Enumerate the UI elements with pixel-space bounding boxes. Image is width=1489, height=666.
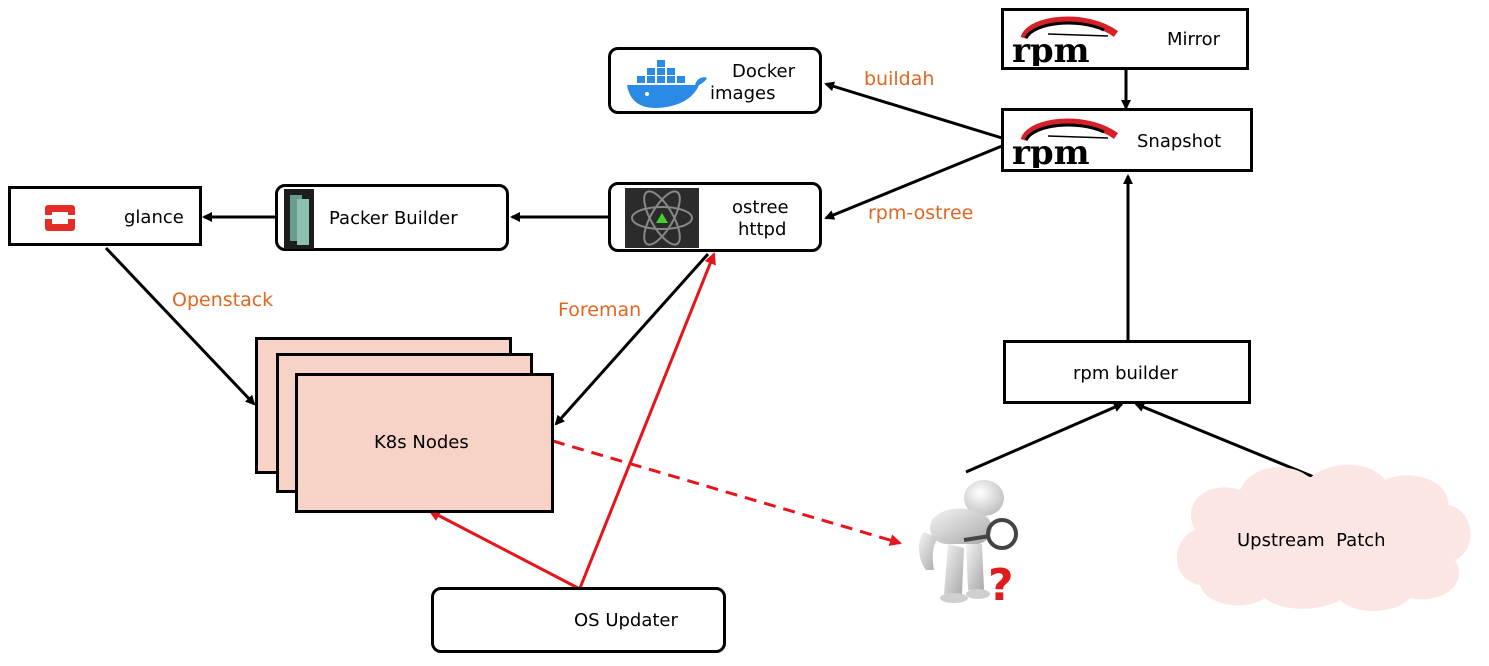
edge-upstream-rpmbuilder (1134, 402, 1327, 484)
edge-snapshot-docker (824, 81, 1003, 140)
k8s-nodes-label: K8s Nodes (374, 432, 469, 453)
os-updater-node: OS Updater (431, 587, 726, 653)
svg-text:?: ? (988, 560, 1014, 608)
rpm-builder-node: rpm builder (1003, 340, 1251, 404)
ostree-httpd-node: ostree httpd (608, 182, 822, 252)
packer-builder-label: Packer Builder (329, 208, 458, 229)
ostree-label-2: httpd (738, 219, 787, 240)
glance-label: glance (124, 207, 184, 228)
rpm-builder-label: rpm builder (1073, 363, 1178, 384)
inspector-person-icon: ? (918, 480, 1018, 608)
upstream-patch-label: Upstream Patch (1237, 530, 1386, 551)
docker-images-label-1: Docker (732, 61, 796, 82)
upstream-cloud (1176, 464, 1471, 612)
mirror-label: Mirror (1167, 29, 1221, 50)
edge-snapshot-ostree (824, 144, 1003, 220)
rpm-logo-icon: rpm (1012, 16, 1119, 66)
edge-ostree-k8s (554, 253, 710, 426)
glance-node: glance (8, 186, 202, 246)
docker-whale-icon (627, 60, 707, 108)
docker-images-node: Docker images (608, 47, 822, 114)
edge-glance-k8s (104, 246, 256, 406)
mirror-node: rpm Mirror (1001, 8, 1249, 70)
os-updater-label: OS Updater (574, 610, 678, 631)
docker-images-label-2: images (710, 83, 776, 104)
svg-text:rpm: rpm (1012, 133, 1090, 168)
edge-label-foreman: Foreman (558, 299, 642, 321)
edge-osupdater-k8s (428, 509, 579, 590)
packer-builder-node: Packer Builder (275, 184, 509, 251)
edge-inspector-rpmbuilder (965, 402, 1124, 474)
openstack-icon (45, 205, 75, 231)
edges-black (104, 70, 1327, 484)
edge-osupdater-ostree (578, 252, 716, 589)
snapshot-node: rpm Snapshot (1001, 108, 1253, 172)
svg-text:rpm: rpm (1012, 31, 1090, 66)
snapshot-label: Snapshot (1137, 131, 1222, 152)
edge-label-rpm-ostree: rpm-ostree (868, 202, 974, 224)
edge-label-buildah: buildah (864, 68, 935, 90)
rpm-logo-icon: rpm (1012, 118, 1119, 168)
packer-icon (284, 189, 314, 249)
edge-k8s-inspector (552, 439, 902, 546)
edge-label-openstack: Openstack (172, 289, 274, 311)
edges-red (428, 252, 902, 590)
k8s-nodes: K8s Nodes (295, 373, 554, 513)
atom-icon (625, 188, 699, 248)
ostree-label-1: ostree (732, 197, 789, 218)
